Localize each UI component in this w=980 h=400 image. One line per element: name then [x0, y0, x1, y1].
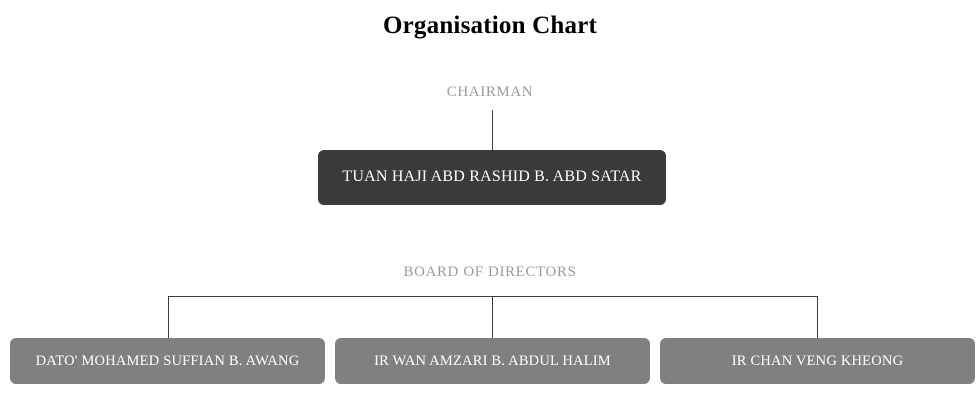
connector-chairman-stem — [492, 110, 493, 151]
org-node-director-1-label: DATO' MOHAMED SUFFIAN B. AWANG — [35, 352, 300, 369]
section-label-chairman: CHAIRMAN — [446, 84, 534, 100]
connector-drop-director-3 — [817, 296, 818, 340]
org-node-director-2-label: IR WAN AMZARI B. ABDUL HALIM — [374, 352, 611, 369]
page-title: Organisation Chart — [382, 12, 598, 39]
connector-drop-director-2 — [492, 296, 493, 340]
org-node-director-3[interactable]: IR CHAN VENG KHEONG — [660, 338, 975, 384]
org-node-chairman[interactable]: TUAN HAJI ABD RASHID B. ABD SATAR — [318, 150, 666, 205]
org-node-director-3-label: IR CHAN VENG KHEONG — [731, 352, 904, 369]
org-node-chairman-label: TUAN HAJI ABD RASHID B. ABD SATAR — [342, 168, 642, 186]
section-label-board-of-directors: BOARD OF DIRECTORS — [403, 264, 577, 280]
org-node-director-2[interactable]: IR WAN AMZARI B. ABDUL HALIM — [335, 338, 650, 384]
connector-drop-director-1 — [168, 296, 169, 340]
connector-board-horizontal-bus — [168, 296, 818, 297]
org-node-director-1[interactable]: DATO' MOHAMED SUFFIAN B. AWANG — [10, 338, 325, 384]
